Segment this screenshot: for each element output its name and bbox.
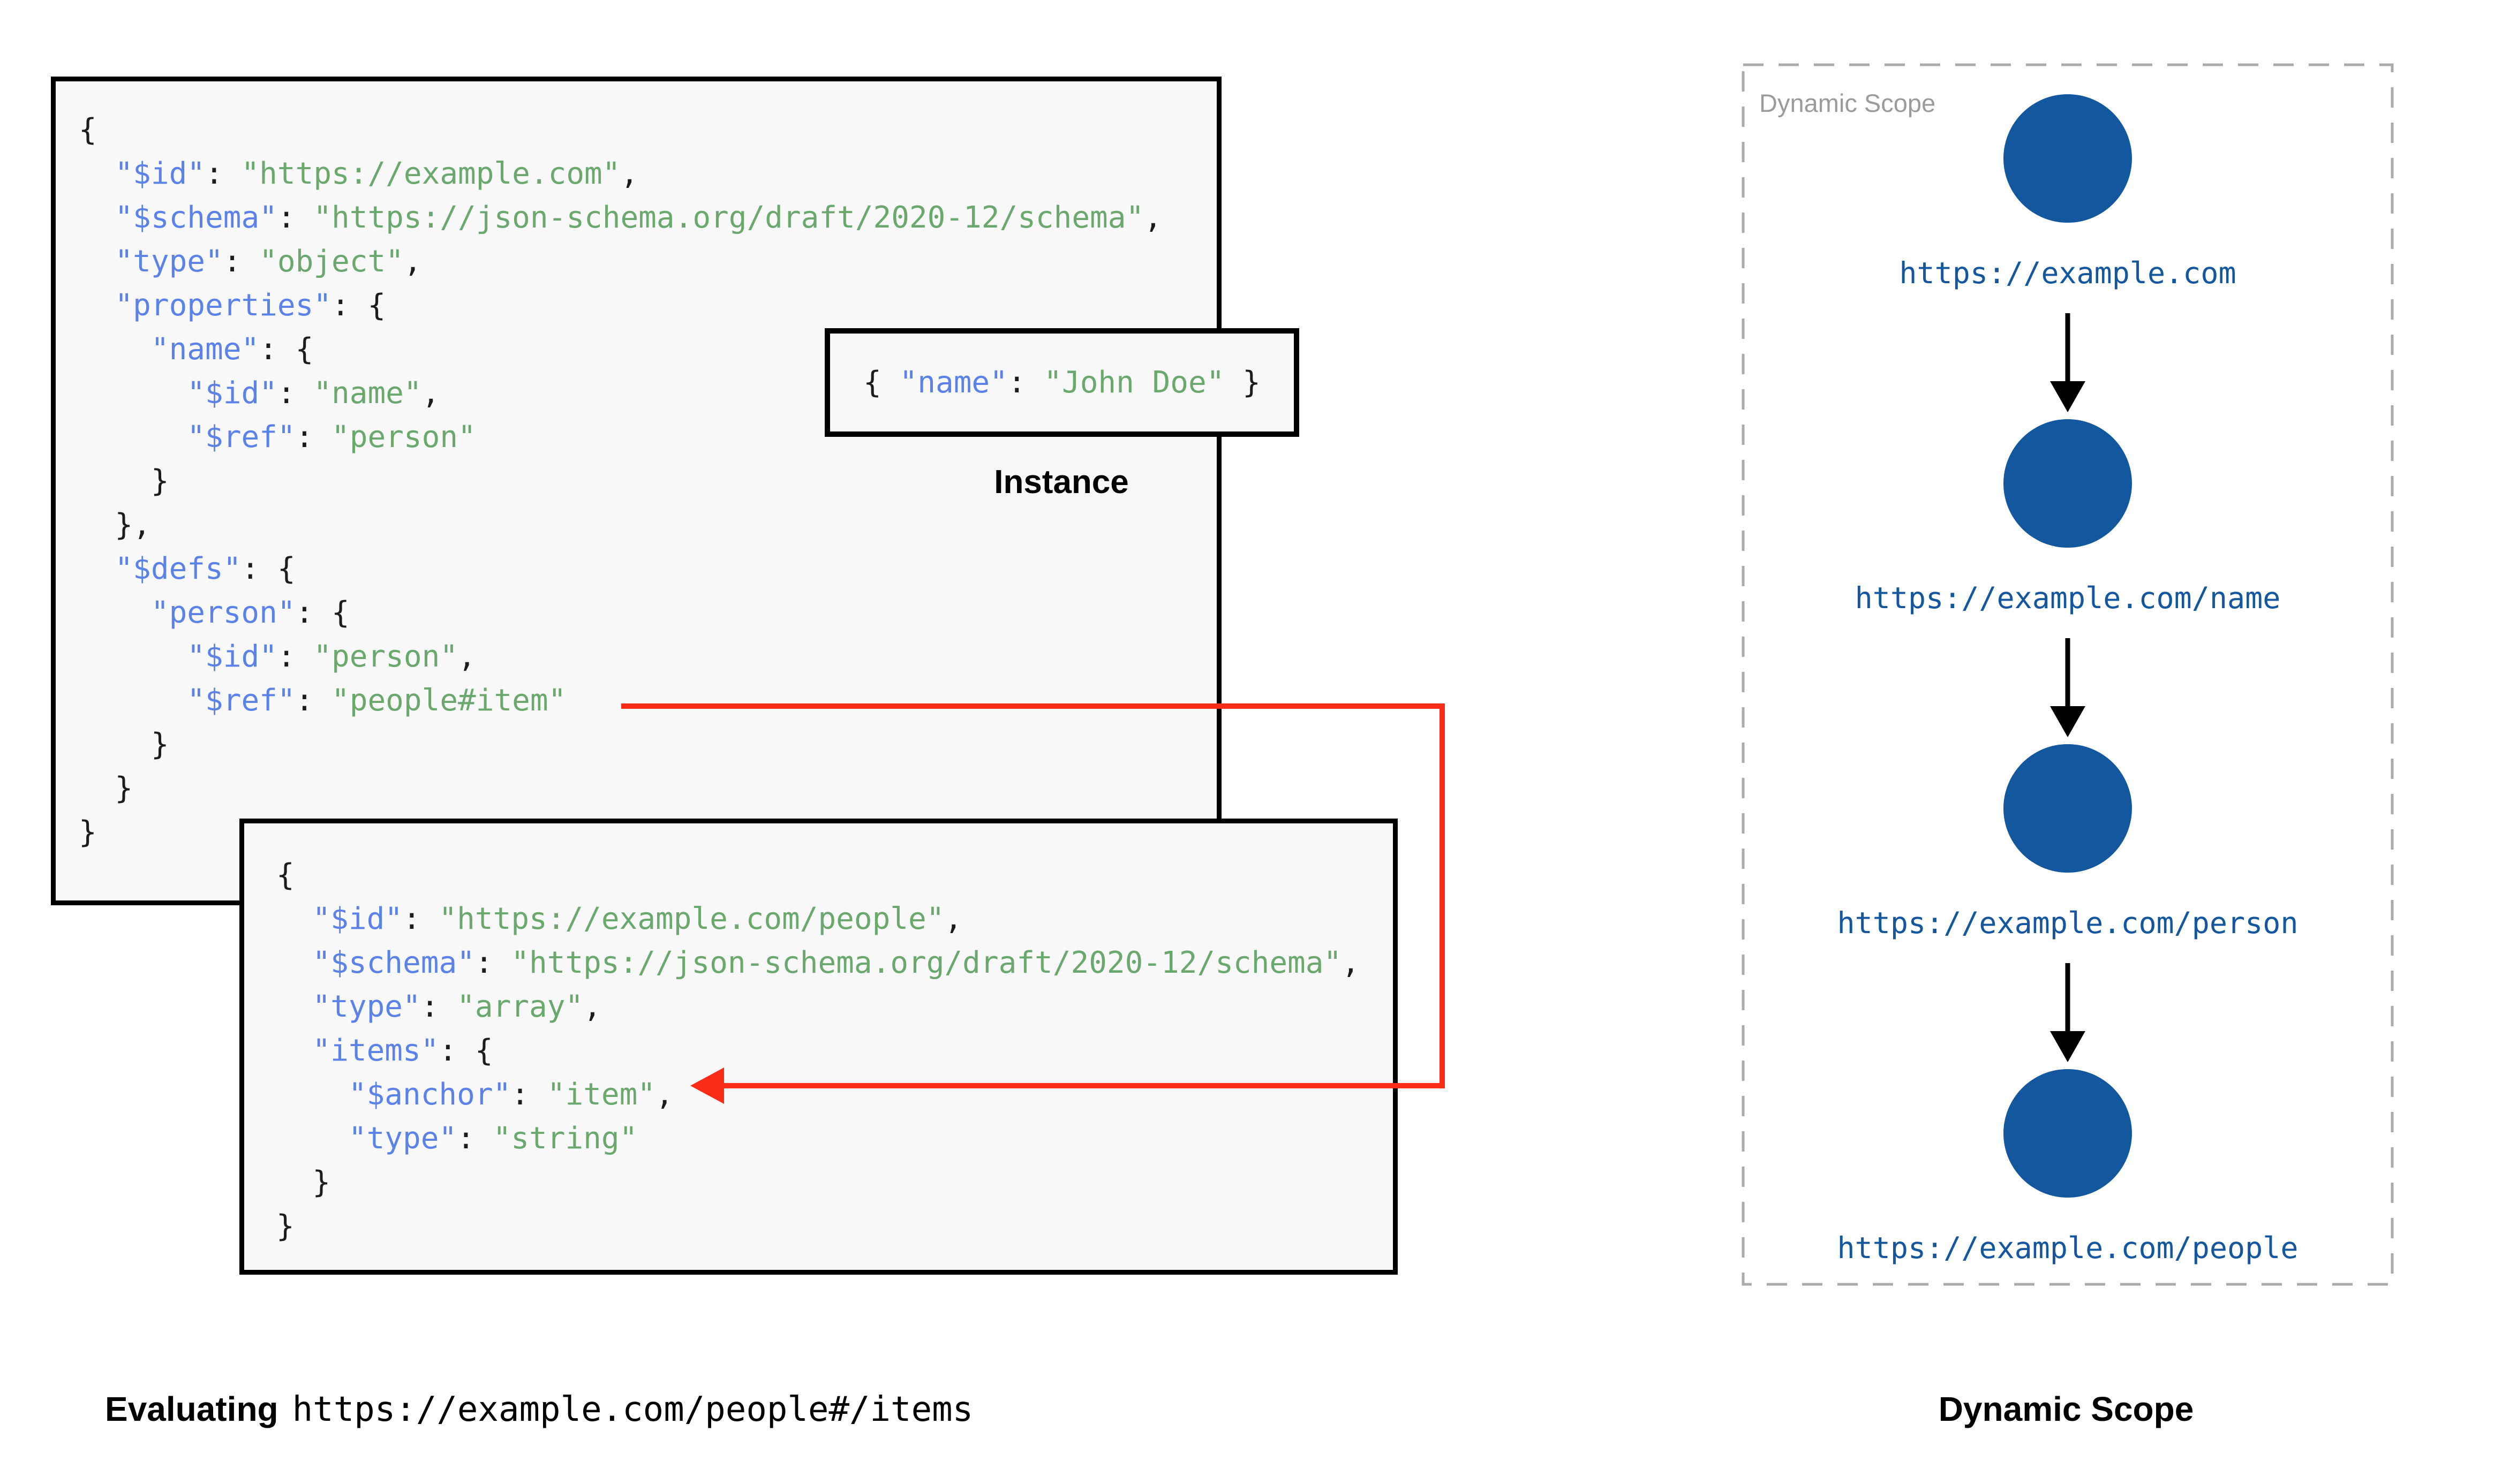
scope-node-circle — [2003, 1069, 2132, 1198]
scope-node-circle — [2003, 419, 2132, 548]
evaluating-caption: Evaluating https://example.com/people#/i… — [105, 1388, 973, 1431]
scope-node-example-com-name: https://example.com/name — [1742, 419, 2393, 618]
schema-people-code-block: { "$id": "https://example.com/people", "… — [239, 819, 1398, 1275]
dynamic-scope-caption: Dynamic Scope — [1938, 1390, 2194, 1428]
evaluating-caption-bold: Evaluating — [105, 1390, 278, 1428]
scope-node-label: https://example.com/people — [1837, 1231, 2299, 1265]
scope-node-circle — [2003, 94, 2132, 223]
scope-node-example-com: https://example.com — [1742, 94, 2393, 293]
scope-node-label: https://example.com — [1899, 256, 2236, 290]
instance-box: { "name": "John Doe" } — [825, 328, 1299, 437]
instance-label: Instance — [994, 464, 1129, 501]
scope-node-example-com-people: https://example.com/people — [1742, 1069, 2393, 1268]
scope-node-circle — [2003, 744, 2132, 873]
scope-node-label: https://example.com/person — [1837, 906, 2299, 940]
evaluating-caption-uri: https://example.com/people#/items — [292, 1390, 974, 1429]
scope-node-example-com-person: https://example.com/person — [1742, 744, 2393, 943]
scope-node-label: https://example.com/name — [1855, 581, 2281, 615]
dynamic-scope-panel: Dynamic Scope https://example.com https:… — [1742, 64, 2393, 1285]
